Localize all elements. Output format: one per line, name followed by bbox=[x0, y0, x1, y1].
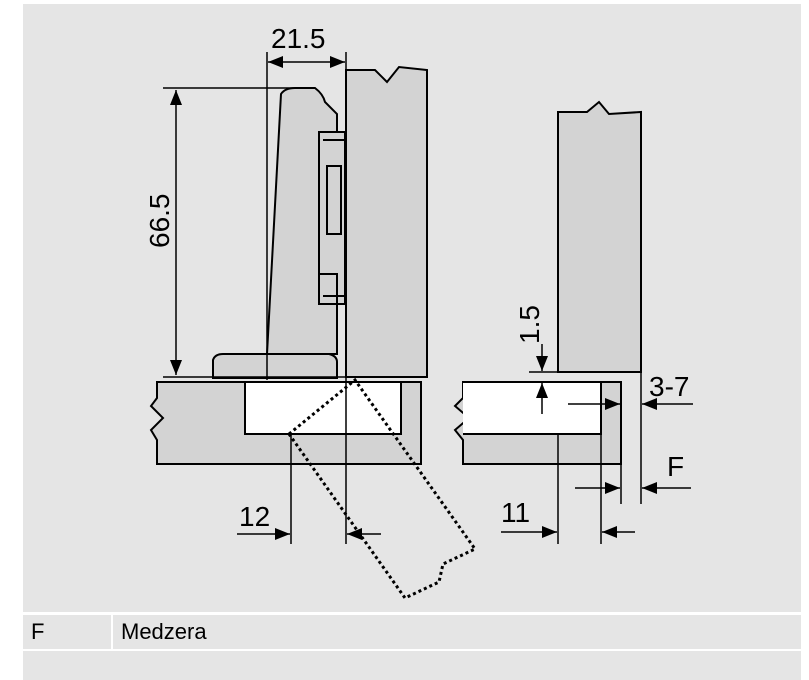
dim-21-5-label: 21.5 bbox=[271, 23, 326, 54]
hinge-plate-detail bbox=[319, 139, 345, 304]
hinge-mounting-plate bbox=[318, 131, 346, 305]
dim-66-5-label: 66.5 bbox=[144, 194, 175, 249]
dim-1-5-label: 1.5 bbox=[514, 305, 545, 344]
right-door-recess bbox=[463, 381, 602, 435]
hinge-drawing: 21.5 66.5 12 1.5 3-7 F bbox=[144, 23, 693, 600]
hinge-cup-base bbox=[212, 353, 338, 379]
legend-row-empty bbox=[23, 651, 801, 680]
left-cabinet-side-panel bbox=[345, 65, 428, 378]
legend-key: F bbox=[23, 615, 113, 649]
dim-f-label: F bbox=[667, 451, 684, 482]
dim-12-label: 12 bbox=[239, 501, 270, 532]
right-cabinet-side-panel bbox=[557, 100, 642, 373]
legend-value: Medzera bbox=[121, 619, 207, 644]
open-door-dotted-outline bbox=[286, 377, 478, 600]
dim-3-7-label: 3-7 bbox=[649, 371, 689, 402]
technical-drawing-panel: 21.5 66.5 12 1.5 3-7 F bbox=[23, 4, 801, 612]
dim-11-label: 11 bbox=[501, 497, 530, 528]
legend-row-f: F Medzera bbox=[23, 615, 801, 649]
